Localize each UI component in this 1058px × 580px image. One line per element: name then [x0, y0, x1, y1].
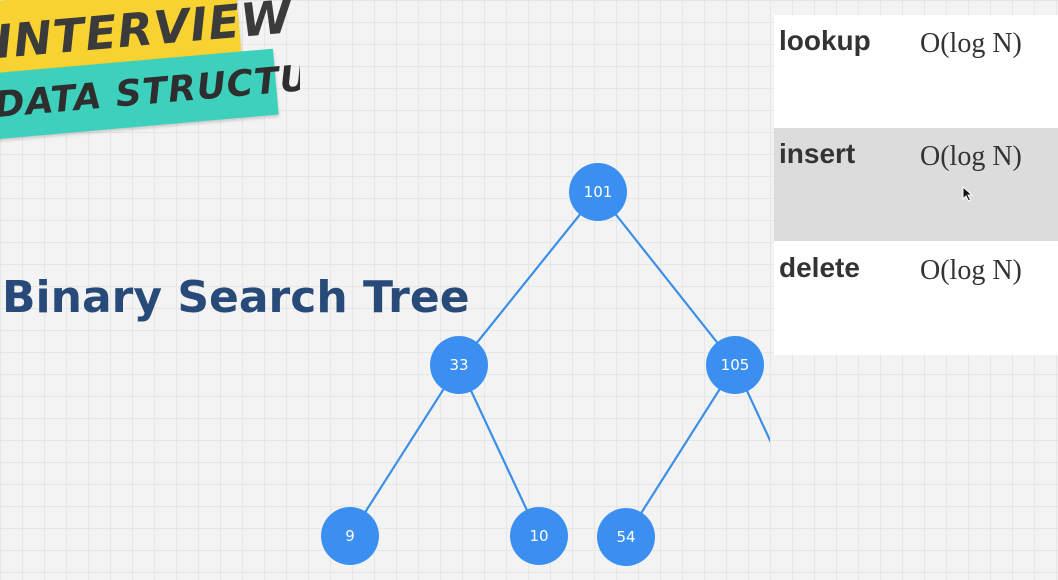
tree-node-label: 10	[529, 527, 548, 545]
complexity-value: O(log N)	[920, 141, 1022, 172]
tree-node-label: 9	[345, 527, 355, 545]
operation-label: delete	[779, 252, 860, 283]
tree-node: 33	[430, 336, 488, 394]
tree-node-circle	[569, 163, 627, 221]
complexity-table: lookup O(log N) insert O(log N) delete O…	[774, 15, 1058, 355]
binary-search-tree-diagram: 1013310591054144	[321, 163, 770, 566]
mouse-cursor-icon	[962, 186, 974, 202]
tree-edge	[458, 191, 599, 366]
tree-node-label: 54	[616, 528, 635, 546]
tree-node-circle	[321, 507, 379, 565]
complexity-value: O(log N)	[920, 255, 1022, 286]
tree-edge	[734, 364, 770, 443]
tree-node: 9	[321, 507, 379, 565]
operation-label: lookup	[779, 25, 871, 56]
tree-node-circle	[430, 336, 488, 394]
tree-edge	[597, 191, 736, 366]
tree-edge	[625, 364, 736, 538]
complexity-row-delete: delete O(log N)	[774, 242, 1058, 355]
tree-node-circle	[597, 508, 655, 566]
tree-node-circle	[706, 336, 764, 394]
slide-title: Binary Search Tree	[2, 272, 470, 323]
tree-node-label: 101	[584, 183, 613, 201]
operation-label: insert	[779, 138, 856, 169]
complexity-row-lookup: lookup O(log N)	[774, 15, 1058, 128]
complexity-value: O(log N)	[920, 28, 1022, 59]
tree-edge	[349, 364, 460, 537]
tree-node: 10	[510, 507, 568, 565]
tree-node-label: 33	[449, 356, 468, 374]
tree-edges	[349, 191, 770, 538]
tree-node: 101	[569, 163, 627, 221]
tree-node: 105	[706, 336, 764, 394]
tree-node: 54	[597, 508, 655, 566]
complexity-row-insert: insert O(log N)	[774, 128, 1058, 241]
tree-edge	[458, 364, 540, 537]
tree-node-label: 105	[721, 356, 750, 374]
tree-nodes: 1013310591054144	[321, 163, 764, 566]
tree-node-circle	[510, 507, 568, 565]
